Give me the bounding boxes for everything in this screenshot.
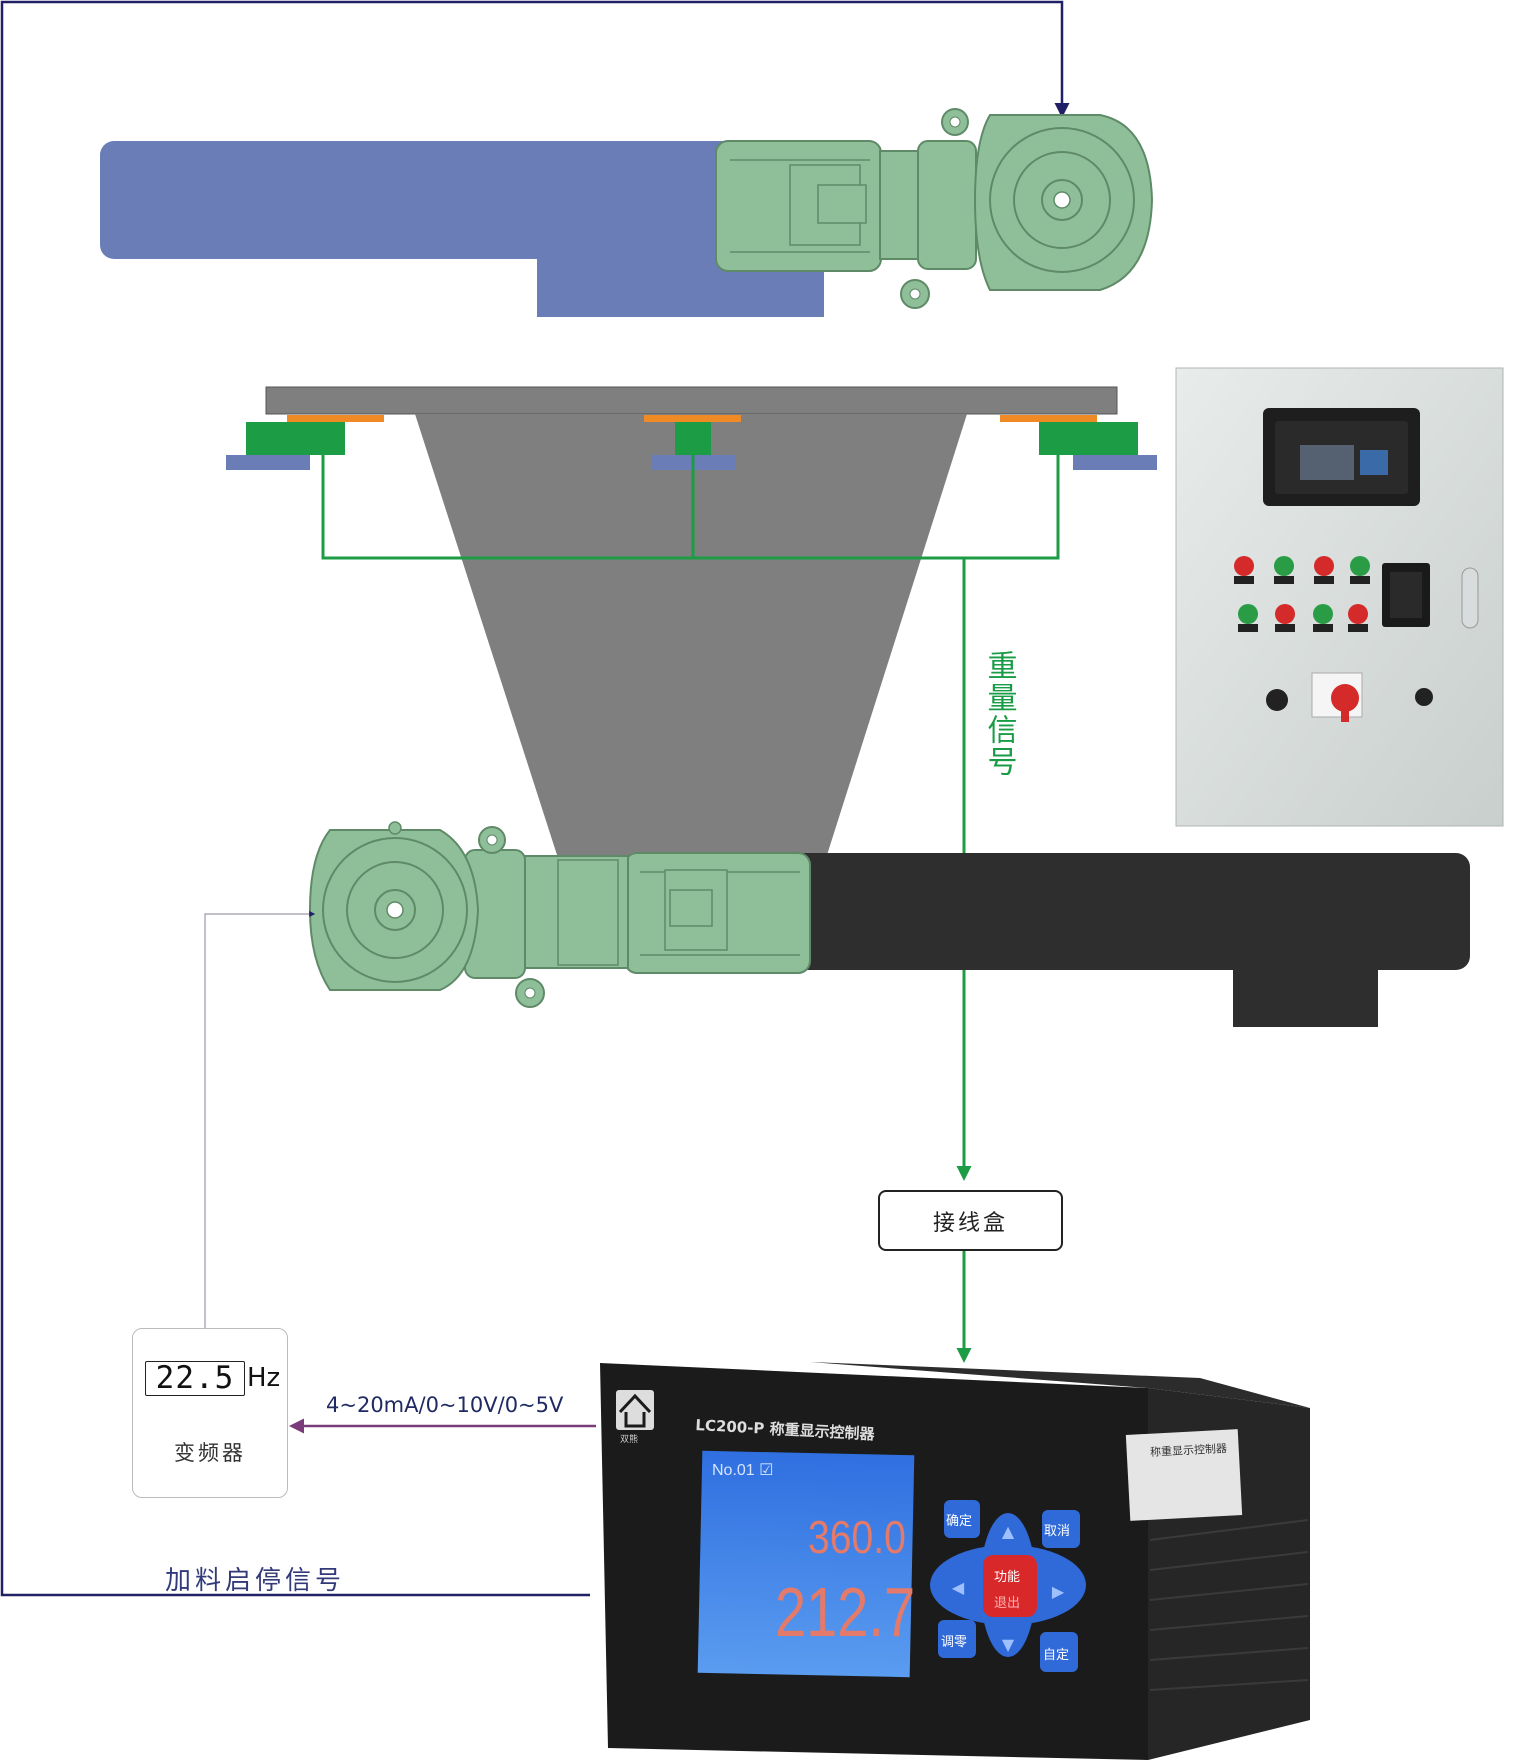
custom-button-bg [1040, 1632, 1078, 1672]
cabinet-selector-left [1266, 689, 1288, 711]
load-cell-middle [675, 422, 711, 455]
vfd-motor-line [204, 911, 316, 1328]
confirm-button[interactable]: 确定 [946, 1514, 973, 1529]
vfd-frequency-unit: Hz [247, 1363, 281, 1393]
exit-button[interactable]: 退出 [994, 1596, 1021, 1611]
cancel-button[interactable]: 取消 [1044, 1524, 1071, 1539]
cabinet-knob-right [1415, 688, 1433, 706]
svg-text:▶: ▶ [1052, 1582, 1065, 1601]
load-cell-right-base [1073, 455, 1157, 470]
function-button[interactable]: 功能 [994, 1570, 1021, 1585]
load-cells [226, 415, 1157, 470]
controller-side-label [1125, 1429, 1243, 1521]
junction-box-label: 接线盒 [932, 1210, 1008, 1236]
start-stop-signal-line [0, 0, 1070, 1597]
cancel-button-bg [1042, 1510, 1080, 1548]
function-button-bg [983, 1555, 1037, 1617]
zero-button-bg [938, 1620, 976, 1658]
bottom-motor [308, 821, 811, 1008]
bottom-conveyor-outlet [1233, 960, 1378, 1027]
bottom-conveyor-body [780, 853, 1470, 970]
control-cabinet [1175, 367, 1504, 827]
lcd-value-bottom: 212.7 [775, 1573, 916, 1651]
custom-button[interactable]: 自定 [1043, 1648, 1070, 1663]
load-cell-right [1039, 422, 1138, 455]
load-cell-middle-pad [644, 415, 741, 422]
svg-text:◀: ◀ [952, 1578, 965, 1597]
top-motor [715, 108, 1154, 309]
hopper-top-plate [265, 386, 1118, 415]
start-stop-signal-label: 加料启停信号 [165, 1566, 346, 1596]
load-cell-left-pad [287, 415, 384, 422]
lcd-value-top: 360.0 [808, 1511, 906, 1563]
load-cell-right-pad [1000, 415, 1097, 422]
top-screw-conveyor [100, 141, 824, 317]
weigh-hopper [265, 386, 1118, 855]
zero-button[interactable]: 调零 [941, 1635, 968, 1650]
cabinet-indicator-lights [1234, 556, 1370, 632]
load-cell-left [246, 422, 345, 455]
cabinet-handle [1461, 567, 1479, 629]
svg-text:▼: ▼ [1002, 1635, 1015, 1654]
weight-signal-label: 重量信号 [981, 650, 1017, 778]
top-conveyor-body [100, 141, 750, 259]
vfd-name-label: 变频器 [174, 1441, 246, 1465]
bottom-screw-conveyor [780, 853, 1470, 1027]
confirm-button-bg [944, 1500, 980, 1538]
lcd-header: No.01 ☑ [712, 1462, 774, 1479]
load-cell-left-base [226, 455, 310, 470]
controller-lcd [697, 1450, 915, 1678]
vfd-frequency-display: 22.5 [145, 1361, 245, 1396]
lc200-controller: ▲ ▼ ◀ ▶ [600, 1362, 1310, 1760]
junction-box: 接线盒 [878, 1190, 1063, 1251]
hopper-cone [415, 414, 967, 855]
svg-text:▲: ▲ [1002, 1522, 1015, 1541]
frequency-inverter: 22.5 Hz 变频器 [132, 1328, 288, 1498]
controller-brand: 双熊 [620, 1435, 639, 1445]
analog-output-label: 4~20mA/0~10V/0~5V [326, 1393, 564, 1417]
